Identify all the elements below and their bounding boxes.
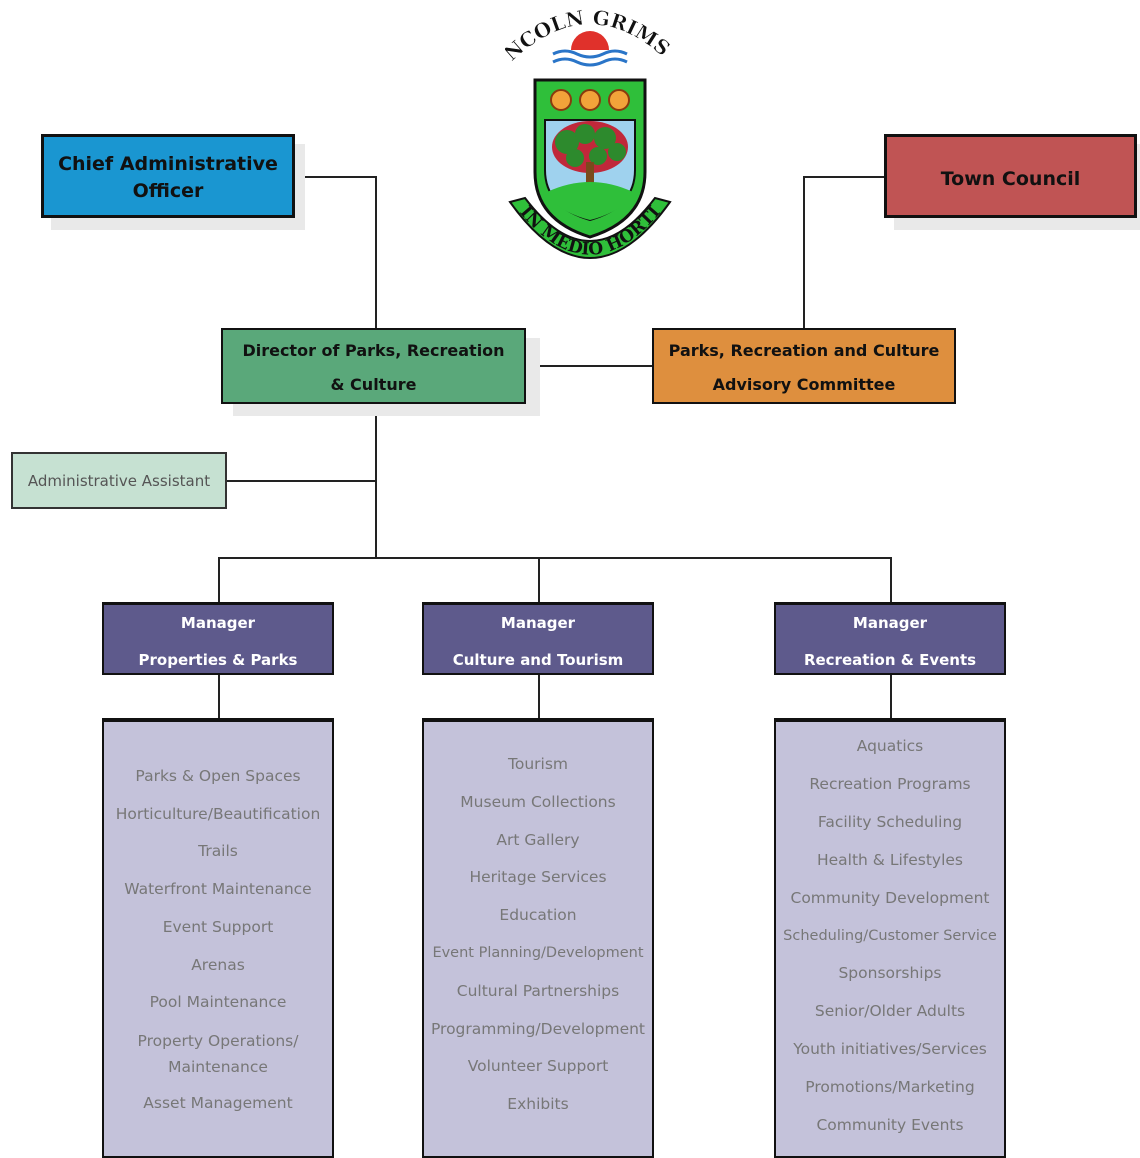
service-item: Parks & Open Spaces [135, 767, 301, 785]
manager-area: Properties & Parks [138, 651, 298, 669]
service-item: Education [499, 906, 577, 925]
service-item: Senior/Older Adults [814, 1002, 966, 1021]
town-crest-logo: LINCOLN GRIMSBY IN MEDIO HORTI [505, 2, 675, 260]
service-item: Community Events [816, 1116, 964, 1135]
manager-title: Manager [180, 614, 256, 632]
town-council-box: Town Council [884, 134, 1137, 218]
connector-council-horizontal [804, 176, 884, 178]
manager-recreation-events-box: Manager Recreation & Events [774, 602, 1006, 675]
service-item: Trails [198, 842, 238, 861]
connector-cao-horizontal [295, 176, 376, 178]
culture-tourism-services-box: Tourism Museum Collections Art Gallery H… [422, 718, 654, 1158]
assistant-label: Administrative Assistant [27, 472, 211, 490]
service-item: Programming/Development [430, 1019, 646, 1038]
connector-cao-vertical [375, 176, 377, 328]
service-item: Asset Management [143, 1093, 293, 1112]
connector-manager3-down [890, 557, 892, 602]
service-item: Volunteer Support [467, 1057, 609, 1076]
service-item: Health & Lifestyles [816, 850, 964, 869]
connector-council-vertical [803, 176, 805, 328]
connector-managers-horizontal [218, 557, 891, 559]
service-item: Facility Scheduling [817, 812, 963, 831]
advisory-title-line1: Parks, Recreation and Culture [668, 341, 940, 360]
manager-culture-tourism-box: Manager Culture and Tourism [422, 602, 654, 675]
manager-title: Manager [852, 614, 928, 632]
service-item: Aquatics [856, 737, 924, 755]
manager-area: Culture and Tourism [452, 651, 624, 669]
connector-assistant [227, 480, 376, 482]
manager-title: Manager [500, 614, 576, 632]
service-item: Cultural Partnerships [456, 981, 620, 1000]
service-item: Waterfront Maintenance [124, 880, 312, 899]
director-box: Director of Parks, Recreation & Culture [221, 328, 526, 404]
recreation-events-services-box: Aquatics Recreation Programs Facility Sc… [774, 718, 1006, 1158]
service-item: Museum Collections [460, 792, 616, 811]
service-item: Pool Maintenance [149, 993, 287, 1012]
advisory-committee-box: Parks, Recreation and Culture Advisory C… [652, 328, 956, 404]
service-item: Horticulture/Beautification [115, 804, 321, 823]
manager-area: Recreation & Events [803, 651, 977, 669]
director-title-line2: & Culture [330, 375, 417, 394]
service-item: Exhibits [507, 1095, 569, 1114]
properties-parks-services-box: Parks & Open Spaces Horticulture/Beautif… [102, 718, 334, 1158]
cao-title-line2: Officer [132, 180, 204, 202]
advisory-title-line2: Advisory Committee [712, 375, 896, 394]
service-item: Heritage Services [469, 868, 607, 887]
service-item: Art Gallery [496, 830, 580, 849]
connector-services1 [218, 675, 220, 719]
connector-manager1-down [218, 557, 220, 602]
service-item: Event Planning/Development [432, 944, 644, 961]
service-item: Sponsorships [838, 964, 942, 983]
service-item: Property Operations/ Maintenance [137, 1031, 299, 1076]
connector-manager2-down [538, 557, 540, 602]
service-item: Promotions/Marketing [805, 1078, 975, 1097]
service-item: Tourism [508, 755, 568, 773]
connector-director-advisory [526, 365, 652, 367]
director-title-line1: Director of Parks, Recreation [242, 341, 505, 360]
cao-box: Chief Administrative Officer [41, 134, 295, 218]
connector-services2 [538, 675, 540, 719]
service-item: Community Development [790, 888, 990, 907]
service-item: Arenas [191, 955, 245, 974]
connector-services3 [890, 675, 892, 719]
town-council-label: Town Council [940, 168, 1081, 190]
service-item: Youth initiatives/Services [793, 1040, 987, 1059]
service-item: Recreation Programs [809, 774, 971, 793]
administrative-assistant-box: Administrative Assistant [11, 452, 227, 509]
service-item: Event Support [162, 917, 274, 936]
service-item: Scheduling/Customer Service [783, 927, 997, 944]
cao-title-line1: Chief Administrative [58, 153, 278, 175]
manager-properties-parks-box: Manager Properties & Parks [102, 602, 334, 675]
